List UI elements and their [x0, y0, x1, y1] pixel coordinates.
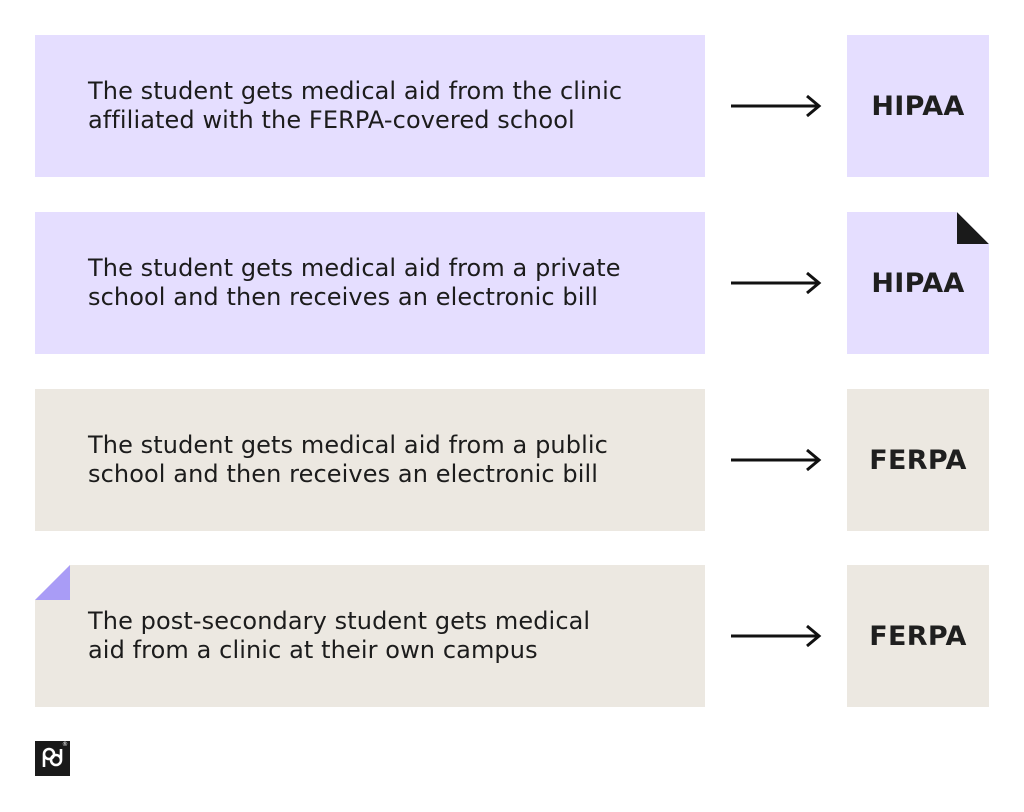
mapping-row-3: The student gets medical aid from a publ… — [35, 389, 989, 531]
scenario-text-2: The student gets medical aid from a priv… — [88, 254, 621, 311]
mapping-row-1: The student gets medical aid from the cl… — [35, 35, 989, 177]
mapping-row-4: The post-secondary student gets medical … — [35, 565, 989, 707]
arrow-right-icon — [731, 271, 822, 295]
registered-mark-icon: ® — [62, 741, 68, 748]
pd-logo-icon: ® — [35, 741, 70, 776]
result-label-1: HIPAA — [871, 90, 965, 122]
result-label-2: HIPAA — [871, 267, 965, 299]
arrow-right-icon — [731, 624, 822, 648]
result-label-4: FERPA — [869, 620, 967, 652]
scenario-box-1: The student gets medical aid from the cl… — [35, 35, 705, 177]
corner-fold-icon — [35, 565, 70, 600]
scenario-box-3: The student gets medical aid from a publ… — [35, 389, 705, 531]
scenario-box-2: The student gets medical aid from a priv… — [35, 212, 705, 354]
result-box-1: HIPAA — [847, 35, 989, 177]
corner-fold-icon — [957, 212, 989, 244]
mapping-row-2: The student gets medical aid from a priv… — [35, 212, 989, 354]
result-label-3: FERPA — [869, 444, 967, 476]
scenario-text-4: The post-secondary student gets medical … — [88, 607, 591, 664]
result-box-2: HIPAA — [847, 212, 989, 354]
scenario-text-1: The student gets medical aid from the cl… — [88, 77, 623, 134]
scenario-box-4: The post-secondary student gets medical … — [35, 565, 705, 707]
scenario-text-3: The student gets medical aid from a publ… — [88, 431, 608, 488]
arrow-right-icon — [731, 448, 822, 472]
result-box-3: FERPA — [847, 389, 989, 531]
pd-logo-mark — [42, 747, 63, 767]
arrow-right-icon — [731, 94, 822, 118]
result-box-4: FERPA — [847, 565, 989, 707]
